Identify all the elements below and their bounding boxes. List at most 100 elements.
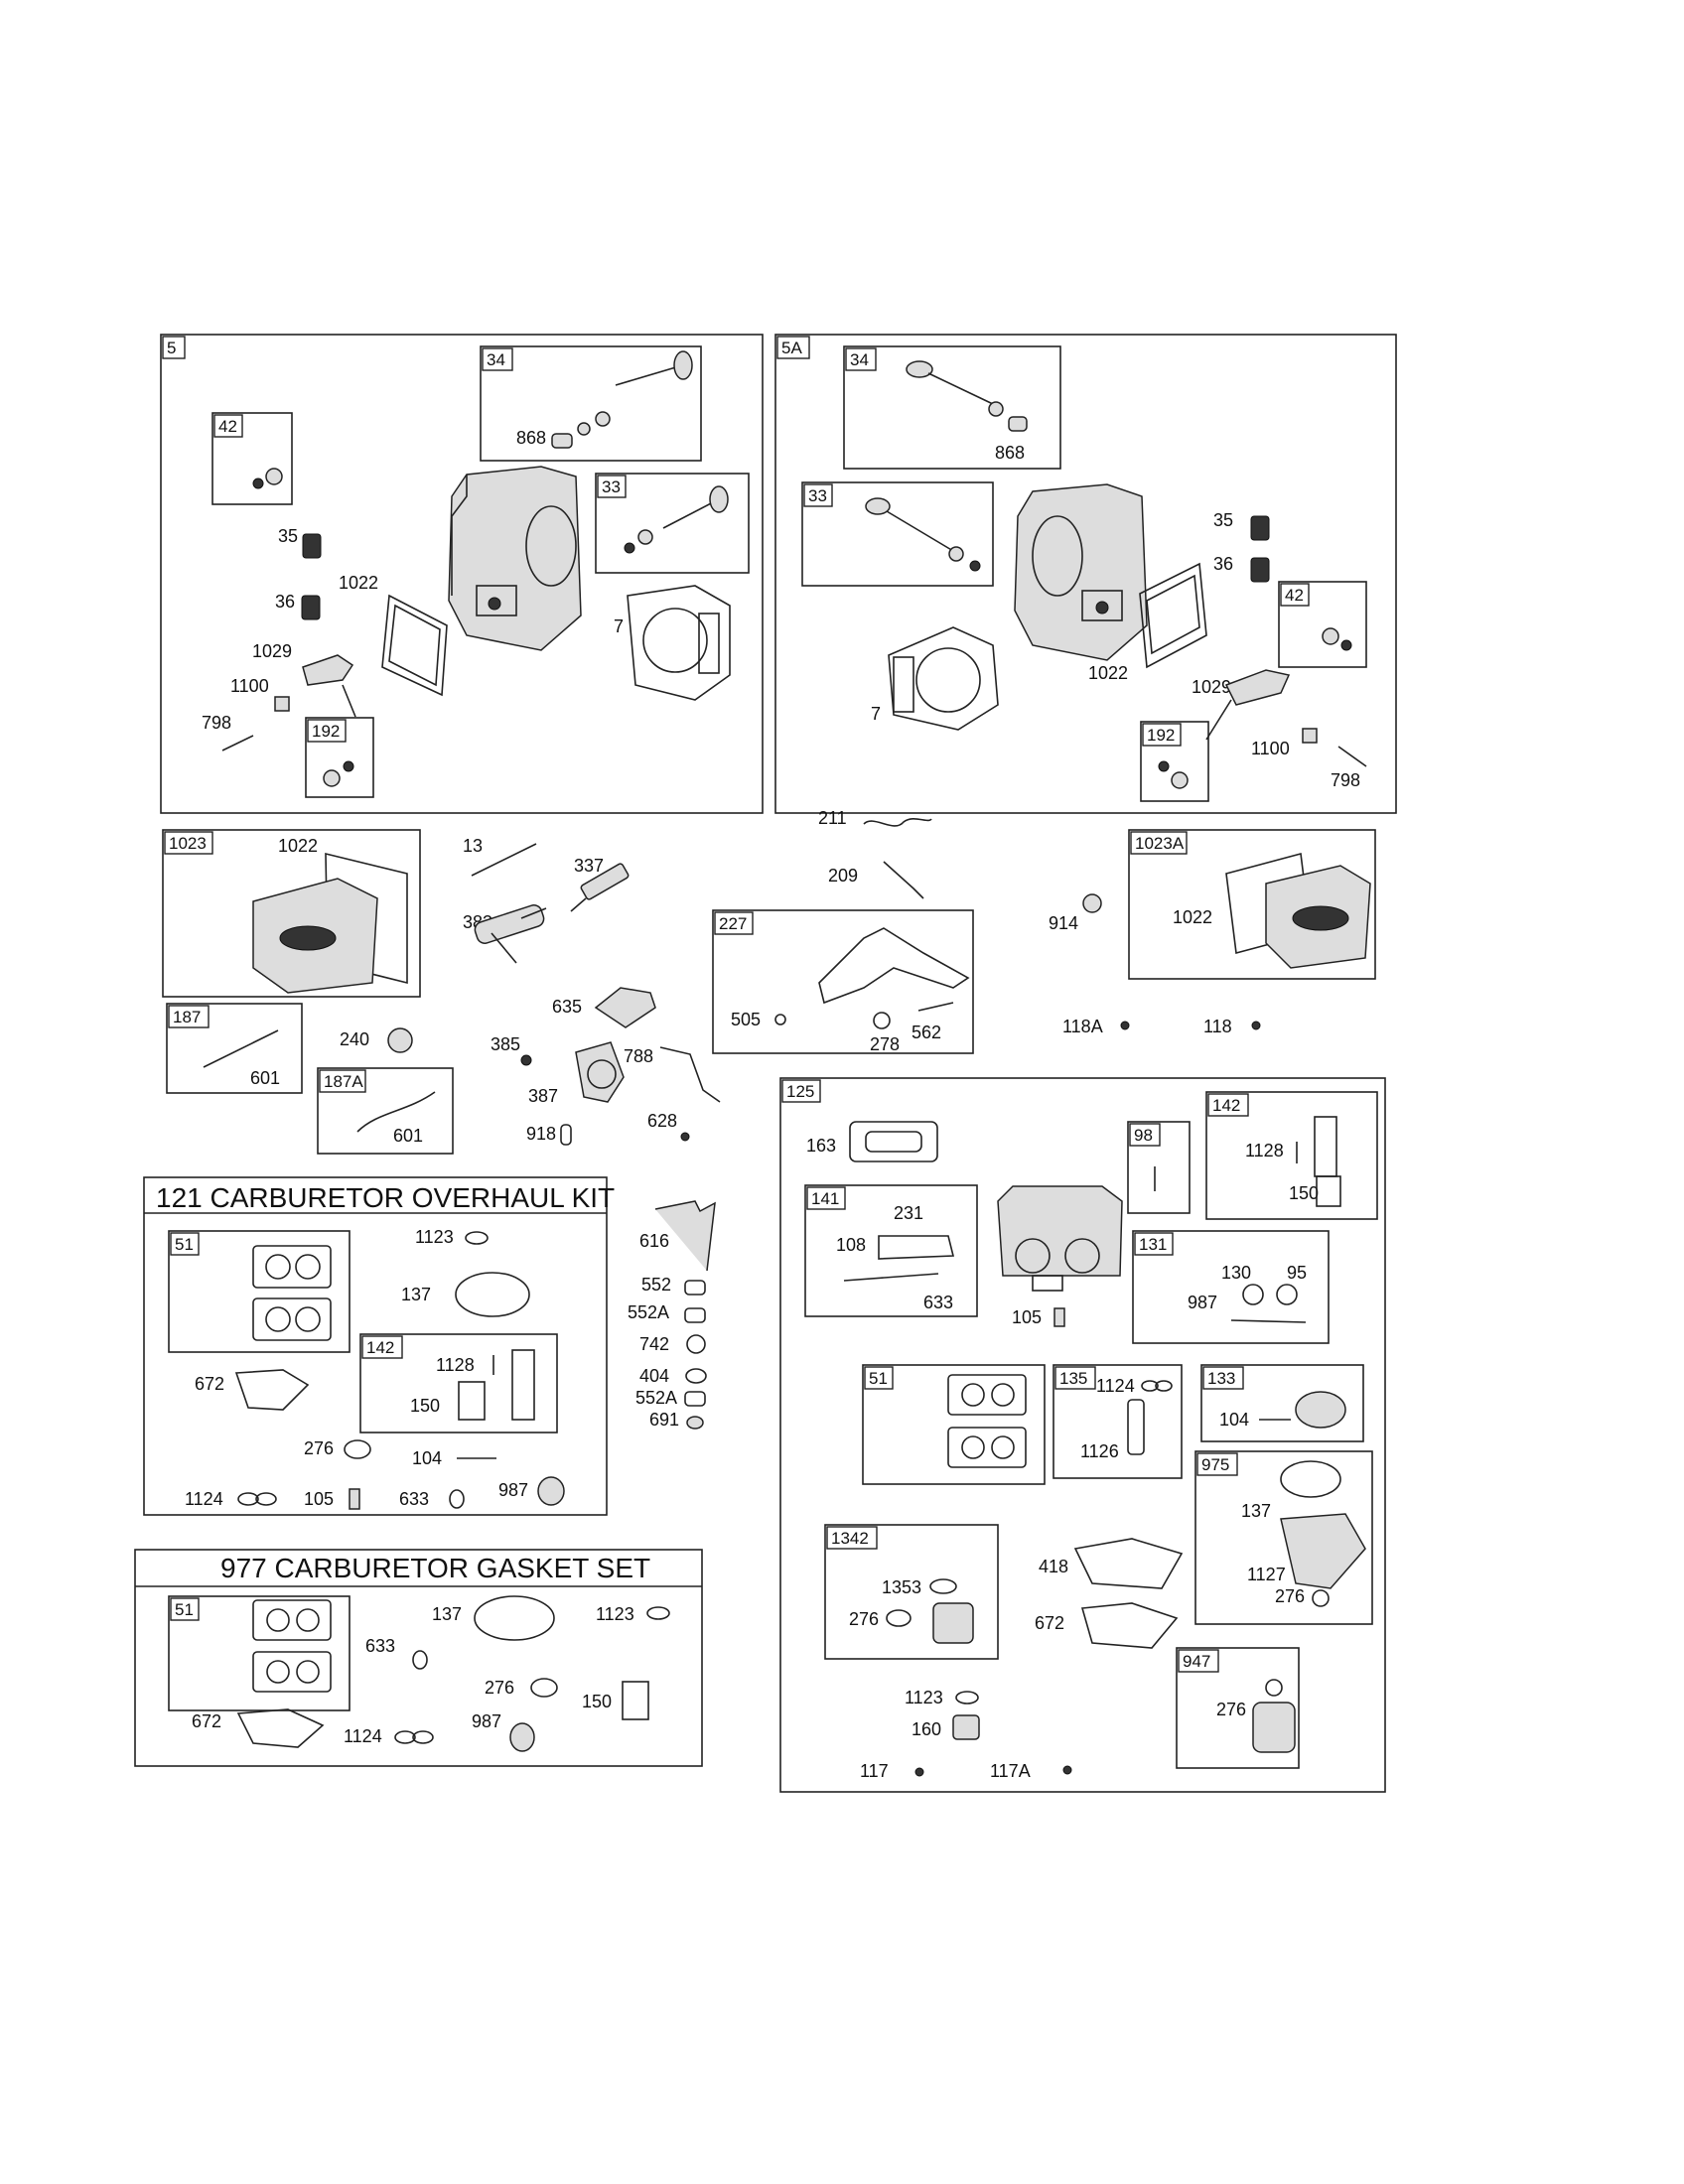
panel-125-carburetor: 125 163 98 142 1128 150 141 231 108 633 <box>779 1077 1386 1793</box>
callout-118A: 118A <box>1062 1017 1103 1036</box>
callout-35: 35 <box>278 526 298 546</box>
callout-13: 13 <box>463 836 483 856</box>
callout-1022: 1022 <box>1088 663 1128 683</box>
bracket-icon <box>474 904 547 964</box>
callout-628: 628 <box>647 1111 677 1131</box>
callout-742: 742 <box>639 1334 669 1354</box>
callout-118: 118 <box>1203 1017 1232 1036</box>
panel-5: 5 34 868 42 33 <box>160 334 764 814</box>
callout-51: 51 <box>175 1600 194 1619</box>
loose-parts-upper: 13 337 383 635 240 385 387 788 918 628 2… <box>340 808 1261 1146</box>
callout-276: 276 <box>1275 1586 1305 1606</box>
callout-117: 117 <box>860 1761 889 1781</box>
valve-icon <box>865 497 981 572</box>
callout-633: 633 <box>399 1489 429 1509</box>
callout-1342: 1342 <box>831 1529 869 1548</box>
callout-1128: 1128 <box>1245 1141 1284 1160</box>
callout-131: 131 <box>1139 1235 1167 1254</box>
overhaul-kit-title: 121 CARBURETOR OVERHAUL KIT <box>156 1182 615 1213</box>
gasket-set-title: 977 CARBURETOR GASKET SET <box>220 1553 650 1583</box>
tube-icon <box>203 1029 279 1068</box>
plate-icon <box>622 1681 649 1720</box>
o-ring-icon <box>474 1595 555 1641</box>
callout-51: 51 <box>175 1235 194 1254</box>
callout-635: 635 <box>552 997 582 1017</box>
callout-1022: 1022 <box>339 573 378 593</box>
callout-1126: 1126 <box>1080 1441 1119 1461</box>
callout-137: 137 <box>1241 1501 1271 1521</box>
tube-icon <box>1127 1399 1145 1455</box>
callout-240: 240 <box>340 1029 369 1049</box>
bracket-icon <box>818 927 970 1005</box>
gasket-icon <box>1139 562 1207 669</box>
choke-shaft-icon <box>654 1200 716 1272</box>
callout-150: 150 <box>410 1396 440 1416</box>
nut-icon <box>265 468 283 485</box>
callout-552A: 552A <box>628 1302 669 1322</box>
float-icon <box>1314 1116 1337 1177</box>
callout-276: 276 <box>1216 1700 1246 1719</box>
panel-187: 187 601 <box>166 1003 303 1094</box>
nut-icon <box>952 1714 980 1740</box>
callout-105: 105 <box>1012 1307 1042 1327</box>
callout-7: 7 <box>871 704 881 724</box>
callout-36: 36 <box>1213 554 1233 574</box>
callout-42: 42 <box>218 417 237 436</box>
gasket-icon <box>252 1297 332 1341</box>
callout-1029: 1029 <box>252 641 292 661</box>
callout-34: 34 <box>487 350 505 369</box>
callout-141: 141 <box>811 1189 839 1208</box>
callout-868: 868 <box>516 428 546 448</box>
gasket-icon <box>234 1369 310 1411</box>
spring-icon <box>883 861 924 899</box>
callout-276: 276 <box>485 1678 514 1698</box>
callout-1124: 1124 <box>185 1489 223 1509</box>
solenoid-icon <box>932 1602 974 1644</box>
callout-150: 150 <box>582 1692 612 1711</box>
callout-278: 278 <box>870 1034 900 1054</box>
callout-1124: 1124 <box>344 1726 382 1746</box>
nut-icon <box>1302 728 1318 744</box>
callout-150: 150 <box>1289 1183 1319 1203</box>
bolt-icon <box>1337 746 1367 767</box>
callout-137: 137 <box>432 1604 462 1624</box>
rocker-arm-icon <box>1224 669 1291 706</box>
callout-788: 788 <box>624 1046 653 1066</box>
callout-987: 987 <box>498 1480 528 1500</box>
callout-385: 385 <box>491 1034 520 1054</box>
callout-1029: 1029 <box>1192 677 1231 697</box>
o-ring-icon <box>646 1606 670 1620</box>
callout-42: 42 <box>1285 586 1304 605</box>
filter-icon <box>387 1027 413 1053</box>
callout-987: 987 <box>472 1711 501 1731</box>
panel-125-tag: 125 <box>786 1082 814 1101</box>
callout-616: 616 <box>639 1231 669 1251</box>
callout-672: 672 <box>192 1711 221 1731</box>
solenoid-icon <box>1252 1702 1296 1753</box>
callout-117A: 117A <box>990 1761 1031 1781</box>
callout-130: 130 <box>1221 1263 1251 1283</box>
needle-icon <box>349 1488 360 1510</box>
callout-691: 691 <box>649 1410 679 1430</box>
elbow-icon <box>594 987 656 1028</box>
bolt-icon <box>1082 893 1102 913</box>
callout-7: 7 <box>614 616 624 636</box>
panel-1023a: 914 1023A 1022 <box>1049 829 1376 980</box>
callout-404: 404 <box>639 1366 669 1386</box>
callout-276: 276 <box>849 1609 879 1629</box>
callout-33: 33 <box>602 478 621 496</box>
callout-135: 135 <box>1059 1369 1087 1388</box>
callout-868: 868 <box>995 443 1025 463</box>
panel-5a: 5A 34 868 33 35 36 <box>774 334 1397 814</box>
callout-142: 142 <box>1212 1096 1240 1115</box>
float-icon <box>1295 1391 1346 1429</box>
float-icon <box>511 1349 535 1421</box>
callout-601: 601 <box>250 1068 280 1088</box>
loose-parts-middle: 616 552 552A 742 404 552A 691 <box>628 1200 716 1430</box>
callout-505: 505 <box>731 1010 761 1029</box>
panel-227-tag: 227 <box>719 914 747 933</box>
callout-1123: 1123 <box>415 1227 454 1247</box>
callout-1128: 1128 <box>436 1355 475 1375</box>
gasket-icon <box>1080 1602 1179 1649</box>
spring-icon <box>863 818 932 827</box>
